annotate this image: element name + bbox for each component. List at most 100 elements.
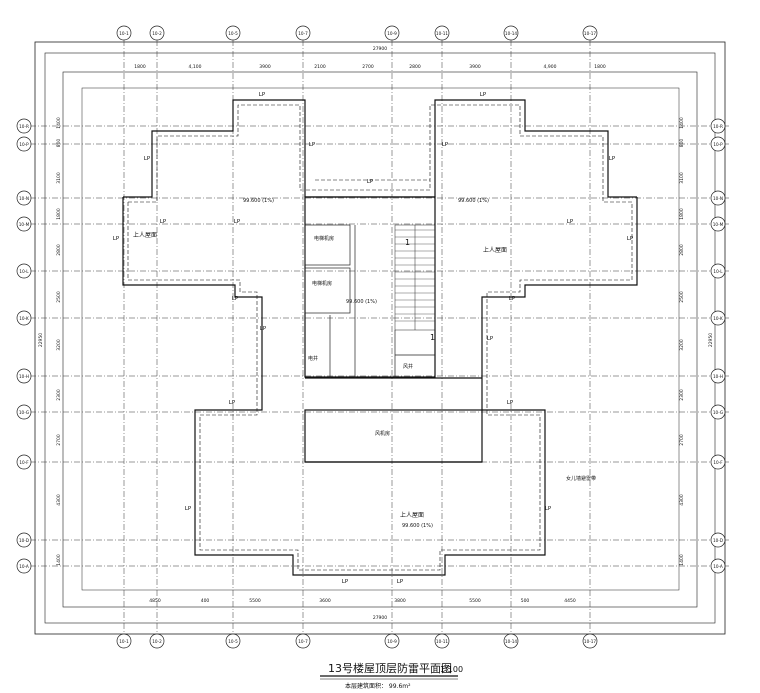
svg-text:10-N: 10-N xyxy=(19,196,29,201)
svg-text:10-P: 10-P xyxy=(19,142,29,147)
axis-bubble-right-10-D: 10-D xyxy=(710,532,726,548)
elevation-note-3: 99.600 (1%) xyxy=(346,299,377,305)
svg-text:10-11: 10-11 xyxy=(436,639,449,644)
dim-right-10: 1400 xyxy=(679,554,685,566)
drawing-scale: 1:100 xyxy=(440,665,463,674)
axis-bubble-bottom-10-14: 10-14 xyxy=(503,633,519,649)
dim-top-6: 3900 xyxy=(469,64,481,70)
dim-top-total: 27900 xyxy=(373,46,387,52)
dim-right-4: 2800 xyxy=(679,244,685,256)
svg-text:10-2: 10-2 xyxy=(152,31,162,36)
svg-text:10-H: 10-H xyxy=(713,374,723,379)
dim-left-total: 22950 xyxy=(38,333,44,347)
axis-bubble-right-10-G: 10-G xyxy=(710,404,726,420)
axis-bubble-top-10-14: 10-14 xyxy=(503,25,519,41)
svg-text:10-17: 10-17 xyxy=(584,31,597,36)
axis-bubble-top-10-5: 10-5 xyxy=(225,25,241,41)
axis-bubble-right-10-H: 10-H xyxy=(710,368,726,384)
room-roof-right: 上人屋面 xyxy=(483,246,507,254)
innermost-frame xyxy=(81,87,680,591)
dim-right-2: 3100 xyxy=(679,172,685,184)
room-electric: 电井 xyxy=(308,355,318,362)
dim-left-5: 2500 xyxy=(56,291,62,303)
svg-text:10-L: 10-L xyxy=(19,269,29,274)
room-elevator-machine: 电梯机房 xyxy=(314,235,334,242)
dim-right-total: 22950 xyxy=(708,333,714,347)
axis-bubble-right-10-F: 10-F xyxy=(710,454,726,470)
svg-text:10-K: 10-K xyxy=(713,316,723,321)
axis-bubble-left-10-A: 10-A xyxy=(16,558,32,574)
room-roof-left: 上人屋面 xyxy=(133,231,157,239)
svg-text:10-F: 10-F xyxy=(19,460,29,465)
svg-text:10-14: 10-14 xyxy=(505,31,518,36)
axis-bubble-left-10-G: 10-G xyxy=(16,404,32,420)
elevation-note-1: 99.600 (1%) xyxy=(243,198,274,204)
svg-text:10-9: 10-9 xyxy=(387,639,397,644)
svg-text:10-7: 10-7 xyxy=(298,31,308,36)
svg-text:10-N: 10-N xyxy=(713,196,723,201)
axis-bubble-left-10-F: 10-F xyxy=(16,454,32,470)
bottom-elevation-note: 99.600 (1%) xyxy=(402,523,433,529)
lp-label-19: LP xyxy=(397,579,404,585)
grid-lines xyxy=(30,40,730,636)
svg-text:10-5: 10-5 xyxy=(228,31,238,36)
room-elevator-machine-2: 电梯机房 xyxy=(312,280,332,287)
lp-label-11: LP xyxy=(509,296,516,302)
drawing-title: 13号楼屋顶层防雷平面图 xyxy=(328,661,452,675)
svg-text:10-D: 10-D xyxy=(19,538,29,543)
lp-label-6: LP xyxy=(113,236,120,242)
room-wind-duct: 风机房 xyxy=(375,430,390,437)
axis-bubble-top-10-9: 10-9 xyxy=(384,25,400,41)
svg-text:10-2: 10-2 xyxy=(152,639,162,644)
interior-walls xyxy=(304,224,435,378)
dim-bottom-5: 5500 xyxy=(469,598,481,604)
dim-bottom-3: 3600 xyxy=(319,598,331,604)
dim-right-6: 3200 xyxy=(679,339,685,351)
dim-left-2: 3100 xyxy=(56,172,62,184)
lp-label-0: LP xyxy=(259,92,266,98)
dim-left-4: 2800 xyxy=(56,244,62,256)
dim-bottom-0: 4850 xyxy=(149,598,161,604)
stair-treads xyxy=(395,229,435,322)
svg-text:10-1: 10-1 xyxy=(119,31,129,36)
lp-label-15: LP xyxy=(507,400,514,406)
dim-right-3: 1800 xyxy=(679,208,685,220)
dim-right-9: 4300 xyxy=(679,494,685,506)
svg-text:10-M: 10-M xyxy=(19,222,30,227)
svg-text:10-7: 10-7 xyxy=(298,639,308,644)
right-note: 女儿墙避雷带 xyxy=(566,475,596,482)
lp-label-8: LP xyxy=(144,156,151,162)
dim-bottom-1: 400 xyxy=(201,598,210,604)
lp-label-3: LP xyxy=(160,219,167,225)
svg-text:10-M: 10-M xyxy=(713,222,724,227)
axis-bubble-bottom-10-5: 10-5 xyxy=(225,633,241,649)
axis-bubble-left-10-D: 10-D xyxy=(16,532,32,548)
axis-bubble-bottom-10-11: 10-11 xyxy=(434,633,450,649)
svg-text:10-9: 10-9 xyxy=(387,31,397,36)
dimension-frame xyxy=(44,52,716,624)
svg-text:10-R: 10-R xyxy=(713,124,723,129)
svg-text:10-5: 10-5 xyxy=(228,639,238,644)
axis-bubble-top-10-17: 10-17 xyxy=(582,25,598,41)
svg-text:10-A: 10-A xyxy=(19,564,29,569)
svg-text:10-G: 10-G xyxy=(19,410,29,415)
svg-text:10-F: 10-F xyxy=(713,460,723,465)
svg-text:10-R: 10-R xyxy=(19,124,29,129)
lp-label-4: LP xyxy=(234,219,241,225)
axis-bubble-right-10-N: 10-N xyxy=(710,190,726,206)
building-outline xyxy=(122,99,638,576)
axis-bubble-left-10-L: 10-L xyxy=(16,263,32,279)
lp-label-5: LP xyxy=(567,219,574,225)
svg-text:10-D: 10-D xyxy=(713,538,723,543)
room-roof-bottom: 上人屋面 xyxy=(400,511,424,519)
axis-bubble-bottom-10-2: 10-2 xyxy=(149,633,165,649)
elevation-note-2: 99.600 (1%) xyxy=(458,198,489,204)
axis-bubble-right-10-R: 10-R xyxy=(710,118,726,134)
dim-left-6: 3200 xyxy=(56,339,62,351)
dim-bottom-7: 4450 xyxy=(564,598,576,604)
axis-bubble-top-10-7: 10-7 xyxy=(295,25,311,41)
axis-bubble-left-10-N: 10-N xyxy=(16,190,32,206)
dim-left-9: 4300 xyxy=(56,494,62,506)
